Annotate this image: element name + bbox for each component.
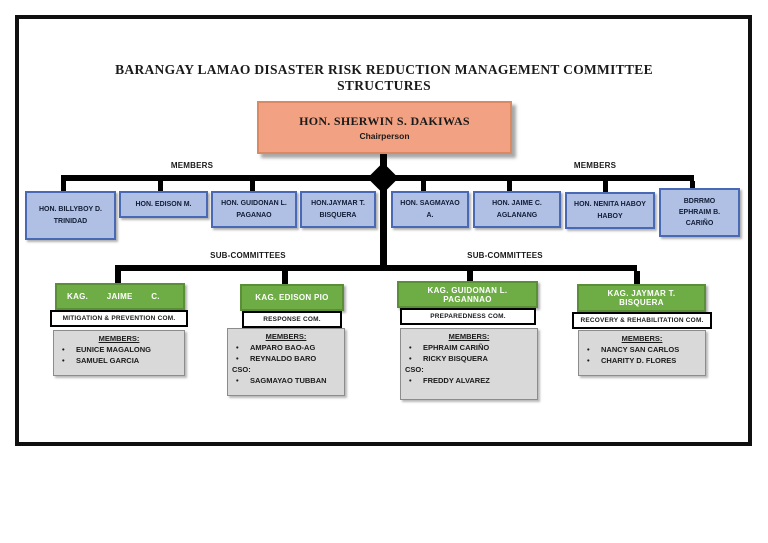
bullet-icon: •	[236, 343, 239, 352]
member-list-item: • AMPARO BAO-AG	[236, 343, 340, 353]
connector-center-vertical	[380, 154, 387, 268]
member-name: AMPARO BAO-AG	[250, 343, 316, 352]
member-name: FREDDY ALVAREZ	[423, 376, 490, 386]
connector-drop-member-7	[603, 181, 608, 192]
bullet-icon: •	[587, 345, 590, 354]
members-label-left: MEMBERS	[170, 161, 214, 170]
bullet-icon: •	[236, 376, 239, 386]
subcommittee-members-recovery: MEMBERS: • NANCY SAN CARLOS • CHARITY D. F…	[578, 330, 706, 376]
connector-drop-sub-1	[115, 271, 121, 285]
subcommittee-name-recovery: RECOVERY & REHABILITATION COM.	[572, 312, 712, 329]
member-list-item: • SAMUEL GARCIA	[62, 356, 180, 366]
connector-drop-member-2	[158, 181, 163, 192]
member-name: NANCY SAN CARLOS	[601, 345, 680, 354]
subcommittee-head-preparedness: KAG. GUIDONAN L. PAGANNAO	[397, 281, 538, 308]
chairperson-role: Chairperson	[359, 131, 410, 141]
subcommittee-head-response: KAG. EDISON PIO	[240, 284, 344, 311]
subcommittee-name-response: RESPONSE COM.	[242, 311, 342, 328]
member-list-item: • REYNALDO BARO	[236, 354, 340, 364]
members-heading: MEMBERS:	[621, 334, 663, 343]
subcommittee-members-response: MEMBERS: • AMPARO BAO-AG • REYNALDO BARO C…	[227, 328, 345, 396]
connector-drop-member-3	[250, 181, 255, 192]
connector-drop-sub-2	[282, 271, 288, 285]
member-list-item: • NANCY SAN CARLOS	[587, 345, 701, 355]
subcommittees-label-right: SUB-COMMITTEES	[467, 251, 543, 260]
member-box-jaime-aglanang: HON. JAIME C. AGLANANG	[473, 191, 561, 228]
connector-subcommittees-horizontal	[115, 265, 637, 271]
bullet-icon: •	[409, 343, 412, 352]
cso-heading: CSO:	[405, 365, 424, 375]
subcommittee-name-mitigation: MITIGATION & PREVENTION COM.	[50, 310, 188, 327]
bullet-icon: •	[62, 356, 65, 366]
member-list-item: • RICKY BISQUERA	[409, 354, 533, 364]
chart-title-line2: STRUCTURES	[337, 78, 431, 93]
member-list-item: • EPHRAIM CARIÑO	[409, 343, 533, 353]
connector-drop-member-8	[690, 181, 695, 192]
member-name: REYNALDO BARO	[250, 354, 317, 364]
member-name: CHARITY D. FLORES	[601, 356, 677, 366]
bullet-icon: •	[62, 345, 65, 354]
member-name: SAMUEL GARCIA	[76, 356, 140, 366]
connector-drop-sub-4	[634, 271, 640, 285]
chairperson-box: HON. SHERWIN S. DAKIWAS Chairperson	[257, 101, 512, 154]
bullet-icon: •	[409, 376, 412, 386]
member-box-billyboy-trinidad: HON. BILLYBOY D. TRINIDAD	[25, 191, 116, 240]
chart-title: BARANGAY LAMAO DISASTER RISK REDUCTION M…	[40, 62, 728, 94]
member-name: SAGMAYAO TUBBAN	[250, 376, 327, 386]
member-name: EUNICE MAGALONG	[76, 345, 151, 354]
members-heading: MEMBERS:	[448, 332, 490, 341]
member-box-bdrrmo-ephraim-carino: BDRRMO EPHRAIM B. CARIÑO	[659, 188, 740, 237]
subcommittees-label-left: SUB-COMMITTEES	[210, 251, 286, 260]
member-name: EPHRAIM CARIÑO	[423, 343, 490, 352]
bullet-icon: •	[236, 354, 239, 364]
members-heading: MEMBERS:	[98, 334, 140, 343]
subcommittee-name-preparedness: PREPAREDNESS COM.	[400, 308, 536, 325]
member-name: RICKY BISQUERA	[423, 354, 488, 364]
member-box-nenita-haboy: HON. NENITA HABOY HABOY	[565, 192, 655, 229]
bullet-icon: •	[587, 356, 590, 366]
connector-drop-member-1	[61, 181, 66, 192]
member-box-sagmayao-a: HON. SAGMAYAO A.	[391, 191, 469, 228]
member-list-item: • CHARITY D. FLORES	[587, 356, 701, 366]
member-box-guidonan-paganao: HON. GUIDONAN L. PAGANAO	[211, 191, 297, 228]
member-list-item: • FREDDY ALVAREZ	[409, 376, 533, 386]
members-heading: MEMBERS:	[265, 332, 307, 341]
subcommittee-members-mitigation: MEMBERS: • EUNICE MAGALONG • SAMUEL GARCIA	[53, 330, 185, 376]
connector-drop-sub-3	[467, 271, 473, 285]
subcommittee-head-mitigation: KAG. JAIME C.	[55, 283, 185, 310]
member-list-item: • SAGMAYAO TUBBAN	[236, 376, 340, 386]
subcommittee-members-preparedness: MEMBERS: • EPHRAIM CARIÑO • RICKY BISQUERA…	[400, 328, 538, 400]
chairperson-name: HON. SHERWIN S. DAKIWAS	[299, 114, 470, 128]
chart-title-line1: BARANGAY LAMAO DISASTER RISK REDUCTION M…	[115, 62, 653, 77]
members-label-right: MEMBERS	[573, 161, 617, 170]
member-box-edison-m: HON. EDISON M.	[119, 191, 208, 218]
connector-drop-member-6	[507, 181, 512, 192]
connector-drop-member-5	[421, 181, 426, 192]
member-list-item: • EUNICE MAGALONG	[62, 345, 180, 355]
cso-heading: CSO:	[232, 365, 251, 375]
member-box-jaymar-bisquera: HON.JAYMAR T. BISQUERA	[300, 191, 376, 228]
subcommittee-head-recovery: KAG. JAYMAR T. BISQUERA	[577, 284, 706, 312]
bullet-icon: •	[409, 354, 412, 364]
